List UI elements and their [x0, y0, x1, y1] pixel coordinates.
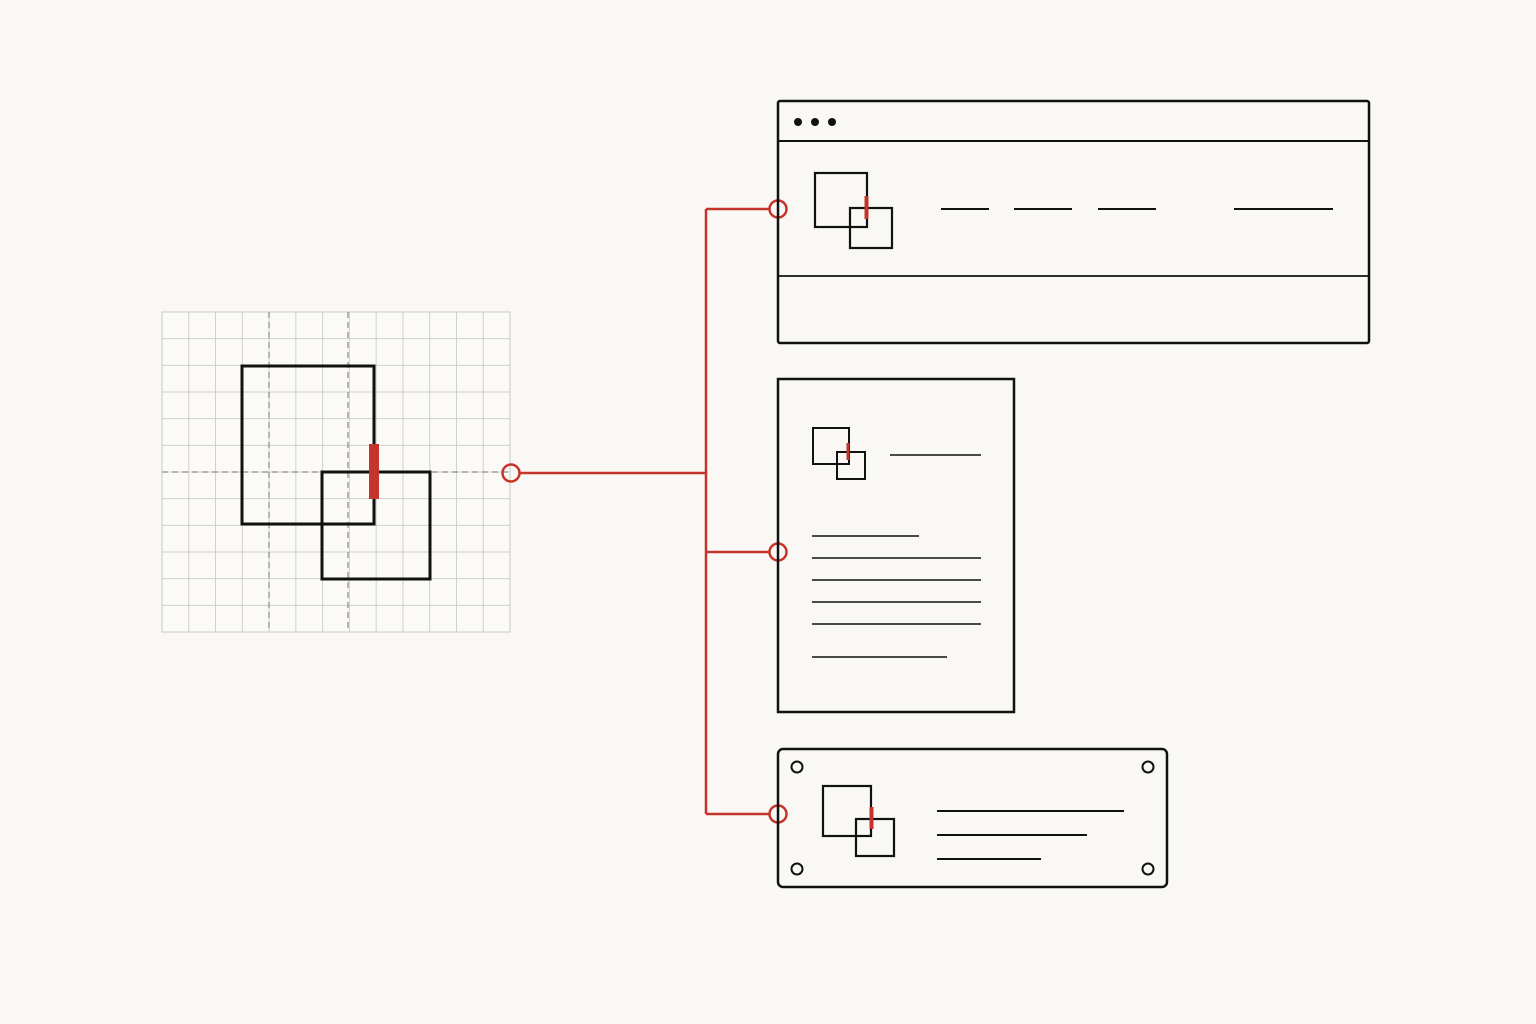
screw-hole-icon [1141, 862, 1155, 876]
logo-mark-icon [821, 784, 896, 858]
logo-mark-icon [813, 171, 894, 250]
window-dot-icon [828, 118, 836, 126]
logo-construction-grid [161, 311, 511, 633]
document-text-lines [812, 454, 981, 658]
browser-window-mockup [776, 99, 1371, 345]
connector-node-source [501, 463, 521, 483]
logo-mark-large [240, 364, 432, 581]
sign-frame [776, 747, 1169, 889]
signage-plate-mockup [776, 747, 1169, 889]
screw-hole-icon [790, 760, 804, 774]
logo-mark-icon [812, 427, 866, 480]
sign-text-lines [937, 810, 1124, 860]
branch-connector [501, 199, 788, 824]
screw-hole-icon [1141, 760, 1155, 774]
logo-accent-bar [369, 444, 379, 499]
letterhead-document-mockup [776, 377, 1016, 714]
window-dot-icon [811, 118, 819, 126]
document-frame [776, 377, 1016, 714]
window-dot-icon [794, 118, 802, 126]
screw-hole-icon [790, 862, 804, 876]
browser-frame [776, 99, 1371, 345]
